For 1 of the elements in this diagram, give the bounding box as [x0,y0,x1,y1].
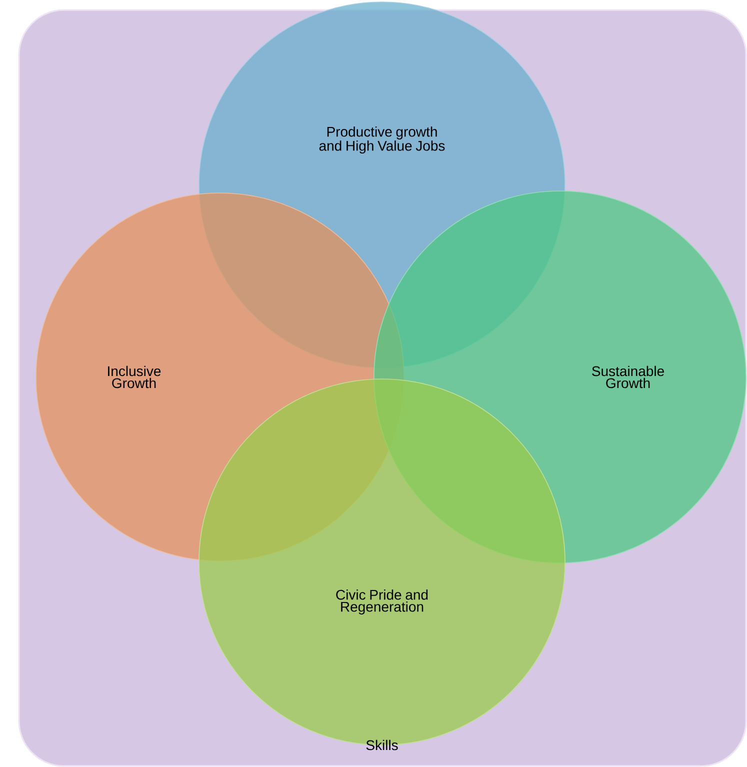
panel: Productive growth and High Value Jobs Inclusive Growth Sustainable Growth Civic Pride and Regeneration Skills [18,2,747,767]
